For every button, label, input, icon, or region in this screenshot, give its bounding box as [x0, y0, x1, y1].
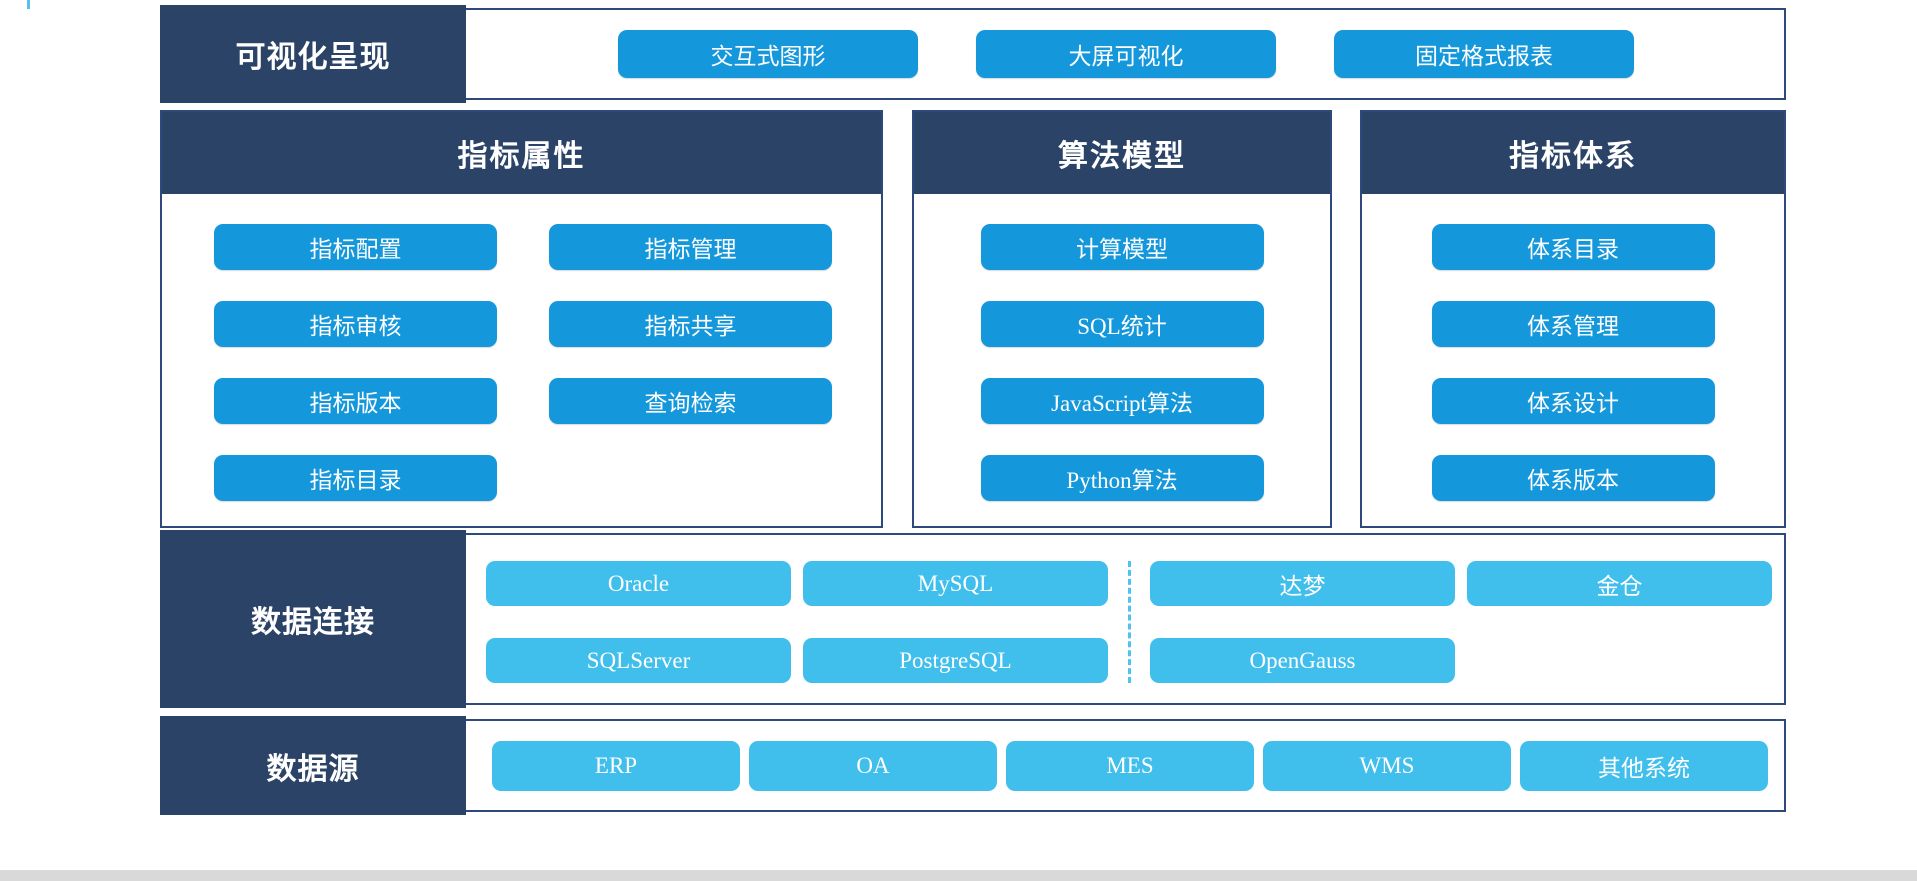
cursor-artifact	[27, 0, 30, 9]
data-source-blocks: ERP OA MES WMS 其他系统	[492, 721, 1784, 810]
block-postgresql: PostgreSQL	[803, 638, 1108, 683]
block-indicator-config: 指标配置	[214, 224, 497, 270]
block-system-version: 体系版本	[1431, 455, 1715, 501]
block-other-systems: 其他系统	[1520, 740, 1768, 791]
algorithm-model-blocks: 计算模型 SQL统计 JavaScript算法 Python算法	[914, 194, 1330, 501]
indicator-attribute-blocks: 指标配置 指标管理 指标审核 指标共享 指标版本 查询检索 指标目录	[162, 194, 881, 501]
block-kingbase: 金仓	[1467, 561, 1772, 606]
block-sql-statistics: SQL统计	[980, 301, 1264, 347]
block-system-catalog: 体系目录	[1431, 224, 1715, 270]
panel-title-indicator-attributes: 指标属性	[162, 112, 881, 194]
block-system-management: 体系管理	[1431, 301, 1715, 347]
block-oa: OA	[749, 740, 997, 791]
block-interactive-graphics: 交互式图形	[618, 30, 918, 78]
section-data-connection: 数据连接 Oracle MySQL 达梦 金仓 SQLServer Postgr…	[160, 530, 1786, 708]
section-label-visualization: 可视化呈现	[160, 5, 466, 103]
block-indicator-catalog: 指标目录	[214, 455, 497, 501]
block-mes: MES	[1006, 740, 1254, 791]
block-query-search: 查询检索	[549, 378, 832, 424]
block-computation-model: 计算模型	[980, 224, 1264, 270]
block-indicator-version: 指标版本	[214, 378, 497, 424]
section-label-data-source: 数据源	[160, 716, 466, 815]
block-big-screen-visualization: 大屏可视化	[976, 30, 1276, 78]
empty-cell	[1467, 638, 1772, 683]
block-indicator-sharing: 指标共享	[549, 301, 832, 347]
block-mysql: MySQL	[803, 561, 1108, 606]
panel-indicator-system: 指标体系 体系目录 体系管理 体系设计 体系版本	[1360, 110, 1786, 528]
block-system-design: 体系设计	[1431, 378, 1715, 424]
block-fixed-format-report: 固定格式报表	[1334, 30, 1634, 78]
block-dameng: 达梦	[1150, 561, 1455, 606]
block-javascript-algorithm: JavaScript算法	[980, 378, 1264, 424]
panel-title-algorithm-model: 算法模型	[914, 112, 1330, 194]
block-opengauss: OpenGauss	[1150, 638, 1455, 683]
block-indicator-management: 指标管理	[549, 224, 832, 270]
block-oracle: Oracle	[486, 561, 791, 606]
section-visualization: 可视化呈现 交互式图形 大屏可视化 固定格式报表	[160, 5, 1786, 103]
block-python-algorithm: Python算法	[980, 455, 1264, 501]
block-sqlserver: SQLServer	[486, 638, 791, 683]
indicator-system-blocks: 体系目录 体系管理 体系设计 体系版本	[1362, 194, 1784, 501]
panel-algorithm-model: 算法模型 计算模型 SQL统计 JavaScript算法 Python算法	[912, 110, 1332, 528]
visualization-blocks: 交互式图形 大屏可视化 固定格式报表	[468, 10, 1784, 98]
section-label-data-connection: 数据连接	[160, 530, 466, 708]
panel-title-indicator-system: 指标体系	[1362, 112, 1784, 194]
dashed-divider	[1127, 561, 1131, 683]
block-erp: ERP	[492, 740, 740, 791]
block-indicator-review: 指标审核	[214, 301, 497, 347]
panel-indicator-attributes: 指标属性 指标配置 指标管理 指标审核 指标共享 指标版本 查询检索 指标目录	[160, 110, 883, 528]
data-connection-blocks: Oracle MySQL 达梦 金仓 SQLServer PostgreSQL …	[486, 535, 1784, 683]
section-data-source: 数据源 ERP OA MES WMS 其他系统	[160, 716, 1786, 815]
window-bottom-edge	[0, 870, 1917, 881]
block-wms: WMS	[1263, 740, 1511, 791]
